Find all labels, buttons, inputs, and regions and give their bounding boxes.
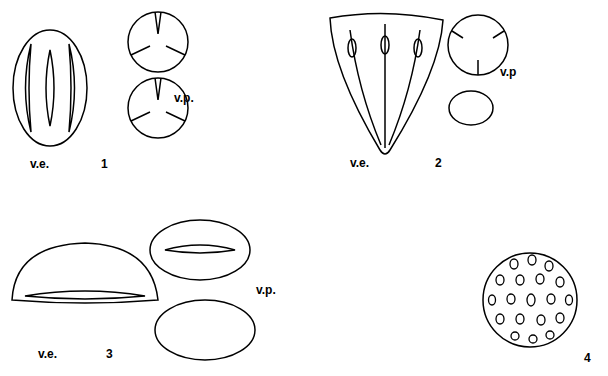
pollen-outline <box>150 220 250 280</box>
colpus <box>155 78 161 100</box>
pollen-outline <box>128 12 188 72</box>
view-label: v.e. <box>38 348 57 360</box>
pores <box>489 255 573 343</box>
pollen-outline <box>155 300 255 360</box>
view-label: v.p. <box>174 92 194 104</box>
figure-number: 3 <box>106 348 113 360</box>
view-label: v.e. <box>350 157 369 169</box>
colpus <box>69 44 75 132</box>
pollen-outline <box>449 91 493 125</box>
colpus <box>155 12 161 34</box>
colpus <box>350 24 420 148</box>
view-label: v.e. <box>30 158 49 170</box>
pollen-outline <box>483 253 577 347</box>
view-label: v.p. <box>256 284 276 296</box>
pollen-outline <box>448 15 508 75</box>
pollen-outline <box>128 78 188 138</box>
sulcus <box>165 245 235 253</box>
pollen-outline <box>12 243 158 303</box>
pollen-outline <box>330 13 443 154</box>
colpus <box>131 46 185 55</box>
figure-number: 2 <box>435 157 442 169</box>
pore <box>381 36 389 54</box>
figure-number: 1 <box>101 158 108 170</box>
colpus <box>131 112 185 121</box>
pollen-outline <box>13 30 87 146</box>
view-label: v.p <box>500 66 516 78</box>
figure-number: 4 <box>584 352 591 364</box>
pore <box>414 39 422 57</box>
colpus <box>46 50 54 126</box>
sulcus <box>25 291 145 299</box>
pore <box>348 39 356 57</box>
colpus <box>26 44 32 132</box>
colpus <box>452 31 504 75</box>
